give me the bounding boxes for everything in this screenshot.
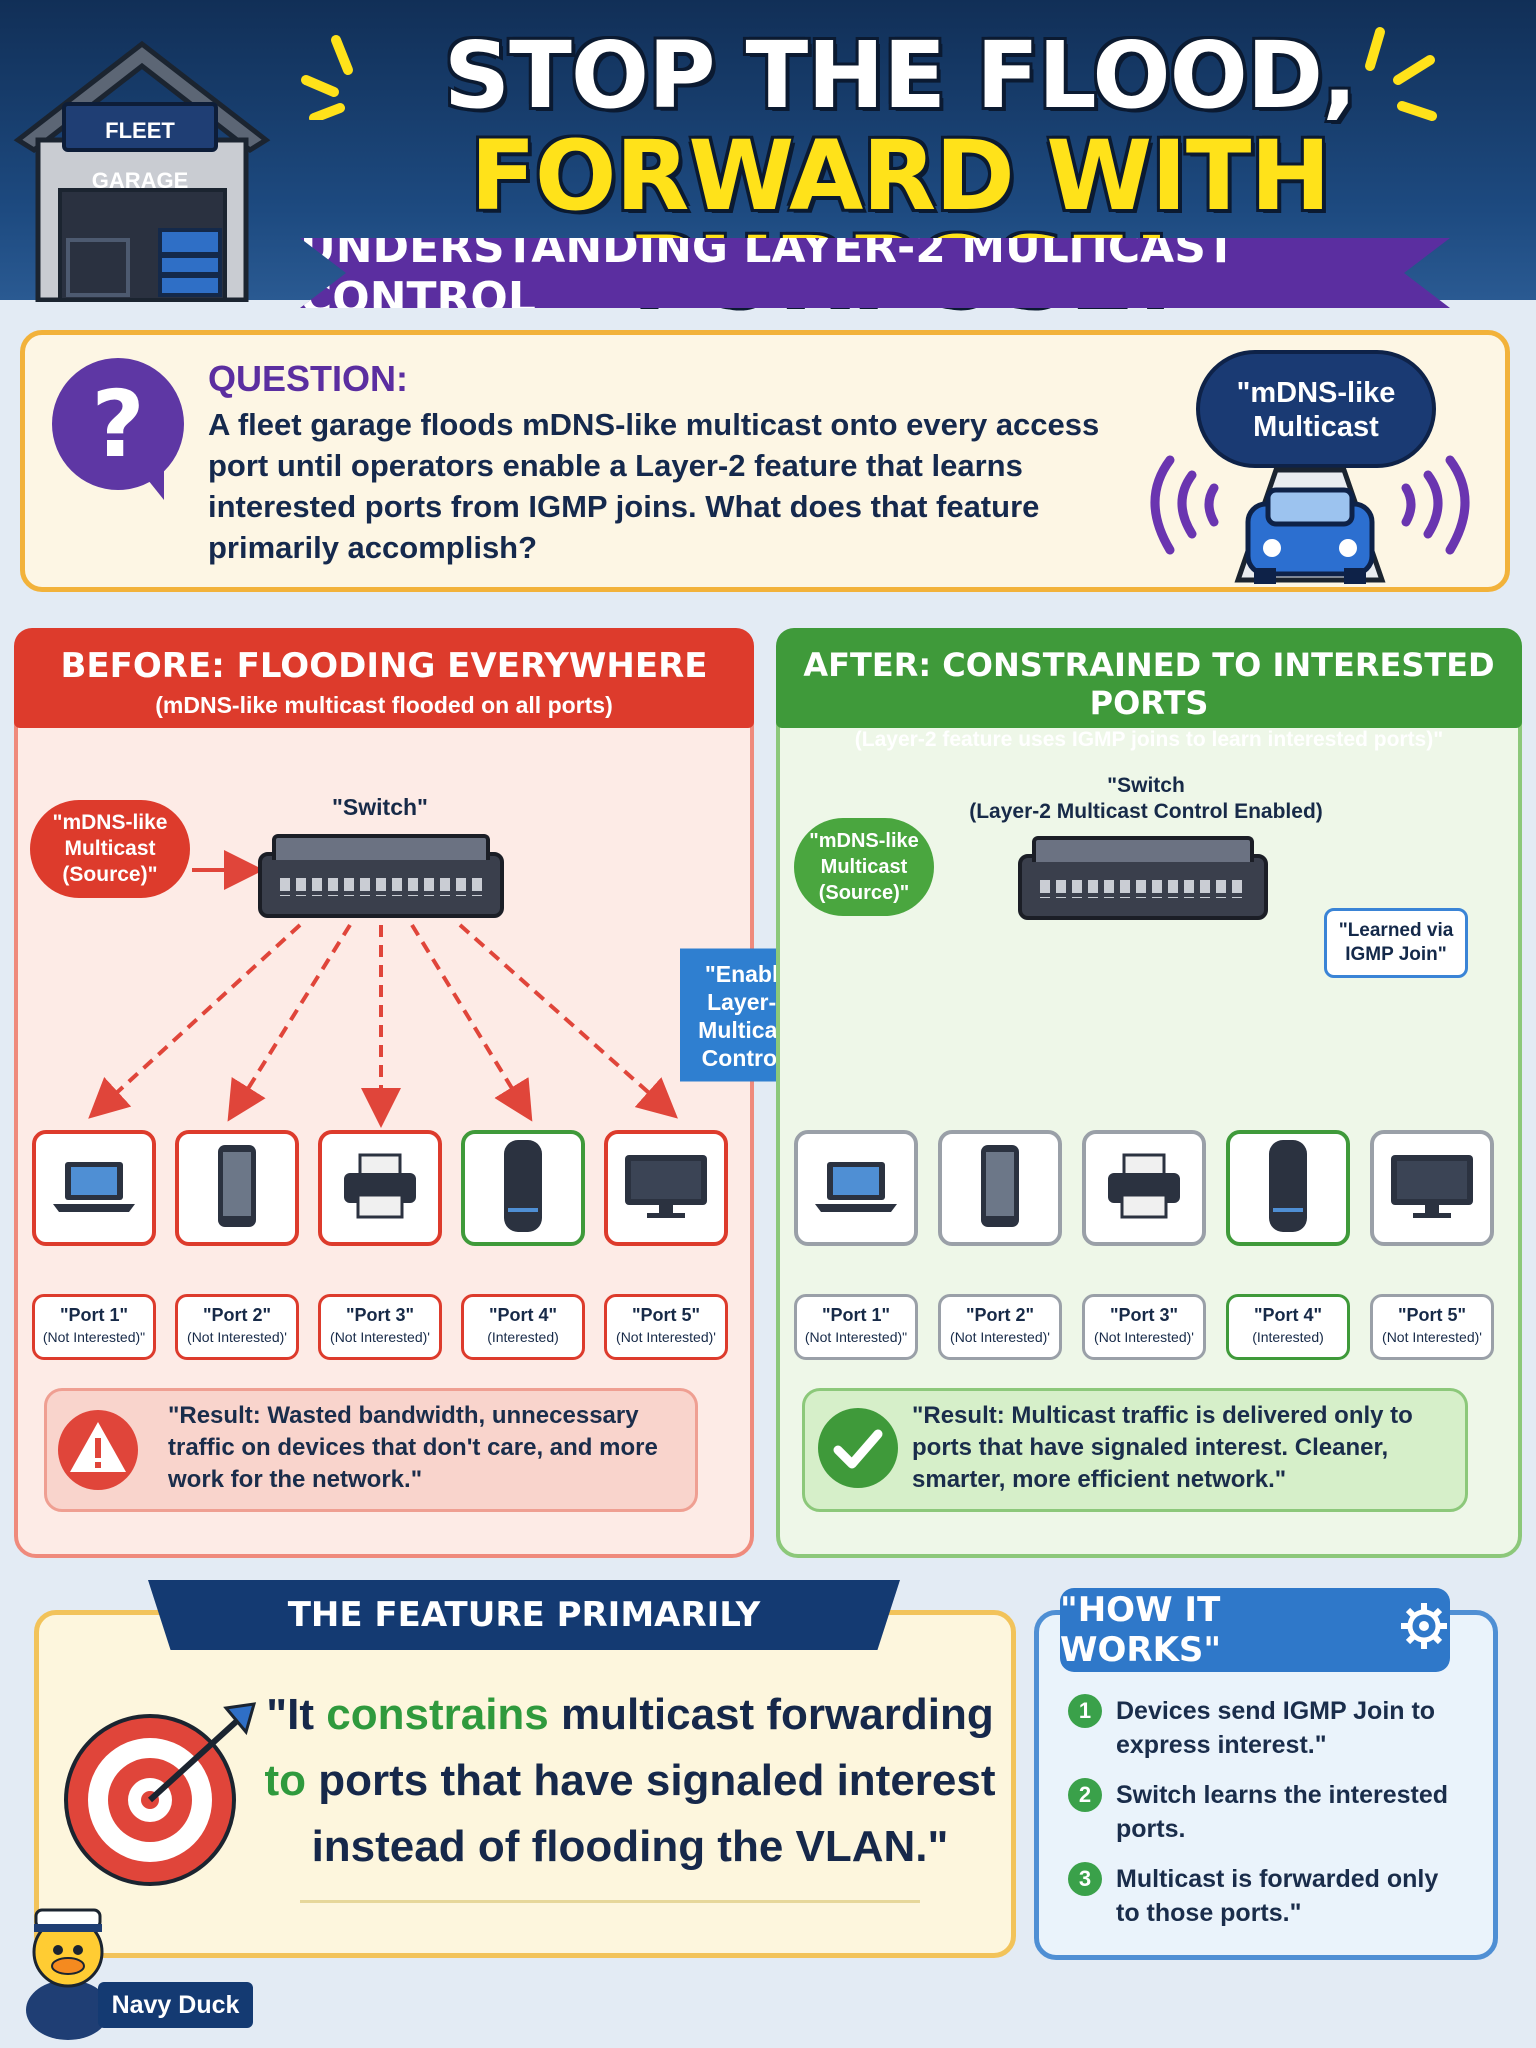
before-switch-icon — [258, 834, 504, 918]
after-port-1-card — [794, 1130, 918, 1246]
printer-icon — [340, 1151, 420, 1226]
before-port-3-label: "Port 3"(Not Interested)' — [318, 1294, 442, 1360]
before-port-5-card — [604, 1130, 728, 1246]
accomplishes-banner: THE FEATURE PRIMARILY ACCOMPLISHES: — [148, 1580, 900, 1650]
step-text: Devices send IGMP Join to express intere… — [1116, 1697, 1436, 1759]
after-port-5-card — [1370, 1130, 1494, 1246]
after-result-box — [802, 1388, 1468, 1512]
after-port-2-label: "Port 2"(Not Interested)' — [938, 1294, 1062, 1360]
before-source-cloud: "mDNS-like Multicast (Source)" — [30, 800, 190, 898]
before-port-1-card — [32, 1130, 156, 1246]
spark-icon — [1340, 20, 1440, 135]
laptop-icon — [811, 1156, 901, 1221]
after-device-row: "Port 1"(Not Interested)" "Port 2"(Not I… — [794, 1130, 1504, 1390]
speaker-icon — [1263, 1138, 1313, 1239]
warning-icon — [56, 1408, 140, 1497]
before-header: BEFORE: FLOODING EVERYWHERE (mDNS-like m… — [14, 628, 754, 728]
how-it-works-banner: "HOW IT WORKS" — [1060, 1588, 1450, 1672]
navy-duck-label: Navy Duck — [98, 1982, 253, 2028]
after-port-4-label: "Port 4"(Interested) — [1226, 1294, 1350, 1360]
after-switch-sublabel: (Layer-2 Multicast Control Enabled) — [969, 800, 1323, 823]
before-result-text: "Result: Wasted bandwidth, unnecessary t… — [168, 1402, 658, 1493]
how-step-3: 3 Multicast is forwarded only to those p… — [1068, 1862, 1466, 1930]
laptop-icon — [49, 1156, 139, 1221]
before-port-3-card — [318, 1130, 442, 1246]
question-text: A fleet garage floods mDNS-like multicas… — [208, 407, 1100, 565]
after-result-text: "Result: Multicast traffic is delivered … — [912, 1402, 1413, 1493]
monitor-icon — [621, 1151, 711, 1226]
step-text: Switch learns the interested ports. — [1116, 1781, 1449, 1843]
gear-icon — [1398, 1600, 1450, 1661]
garage-sign: FLEET GARAGE — [62, 102, 218, 193]
checkmark-icon — [816, 1406, 900, 1495]
multicast-cloud: "mDNS-like Multicast — [1196, 350, 1436, 468]
question-bubble-tail — [140, 470, 164, 500]
question-mark-icon: ? — [52, 358, 184, 490]
navy-duck-mascot — [18, 1880, 118, 2045]
speaker-icon — [498, 1138, 548, 1239]
after-title: AFTER: CONSTRAINED TO INTERESTED PORTS — [803, 646, 1495, 722]
after-port-3-label: "Port 3"(Not Interested)' — [1082, 1294, 1206, 1360]
learned-via-igmp-box: "Learned via IGMP Join" — [1324, 908, 1468, 978]
how-step-2: 2 Switch learns the interested ports. — [1068, 1778, 1466, 1846]
after-port-2-card — [938, 1130, 1062, 1246]
after-port-5-label: "Port 5"(Not Interested)' — [1370, 1294, 1494, 1360]
before-port-4-label: "Port 4"(Interested) — [461, 1294, 585, 1360]
target-icon — [58, 1690, 258, 1895]
before-port-4-card — [461, 1130, 585, 1246]
after-port-1-label: "Port 1"(Not Interested)" — [794, 1294, 918, 1360]
spark-icon — [296, 30, 376, 125]
car-illustration — [1130, 430, 1490, 590]
step-number: 3 — [1068, 1862, 1102, 1896]
before-result-box — [44, 1388, 698, 1512]
garage-illustration — [10, 40, 275, 303]
after-source-cloud: "mDNS-like Multicast (Source)" — [794, 818, 934, 916]
before-device-row: "Port 1"(Not Interested)" "Port 2"(Not I… — [32, 1130, 732, 1390]
step-text: Multicast is forwarded only to those por… — [1116, 1865, 1439, 1927]
before-title: BEFORE: FLOODING EVERYWHERE — [60, 646, 708, 686]
phone-icon — [975, 1143, 1025, 1234]
after-header: AFTER: CONSTRAINED TO INTERESTED PORTS (… — [776, 628, 1522, 751]
after-port-4-card — [1226, 1130, 1350, 1246]
before-port-5-label: "Port 5"(Not Interested)' — [604, 1294, 728, 1360]
before-switch-label: "Switch" — [332, 794, 428, 820]
subtitle-ribbon: UNDERSTANDING LAYER-2 MULTICAST CONTROL — [300, 238, 1450, 308]
question-label: QUESTION: — [208, 358, 409, 399]
before-port-2-label: "Port 2"(Not Interested)' — [175, 1294, 299, 1360]
step-number: 1 — [1068, 1694, 1102, 1728]
before-port-2-card — [175, 1130, 299, 1246]
before-subtitle: (mDNS-like multicast flooded on all port… — [155, 692, 613, 718]
title-line-1: STOP THE FLOOD, — [443, 22, 1357, 129]
phone-icon — [212, 1143, 262, 1234]
after-switch-label: "Switch — [1107, 774, 1185, 797]
step-number: 2 — [1068, 1778, 1102, 1812]
after-subtitle: (Layer-2 feature uses IGMP joins to lear… — [854, 728, 1444, 751]
accomplishes-quote: "It constrains multicast forwarding to p… — [264, 1690, 996, 1871]
divider — [300, 1900, 920, 1903]
after-switch-icon — [1018, 836, 1268, 920]
monitor-icon — [1387, 1151, 1477, 1226]
after-port-3-card — [1082, 1130, 1206, 1246]
printer-icon — [1104, 1151, 1184, 1226]
how-step-1: 1 Devices send IGMP Join to express inte… — [1068, 1694, 1466, 1762]
before-port-1-label: "Port 1"(Not Interested)" — [32, 1294, 156, 1360]
